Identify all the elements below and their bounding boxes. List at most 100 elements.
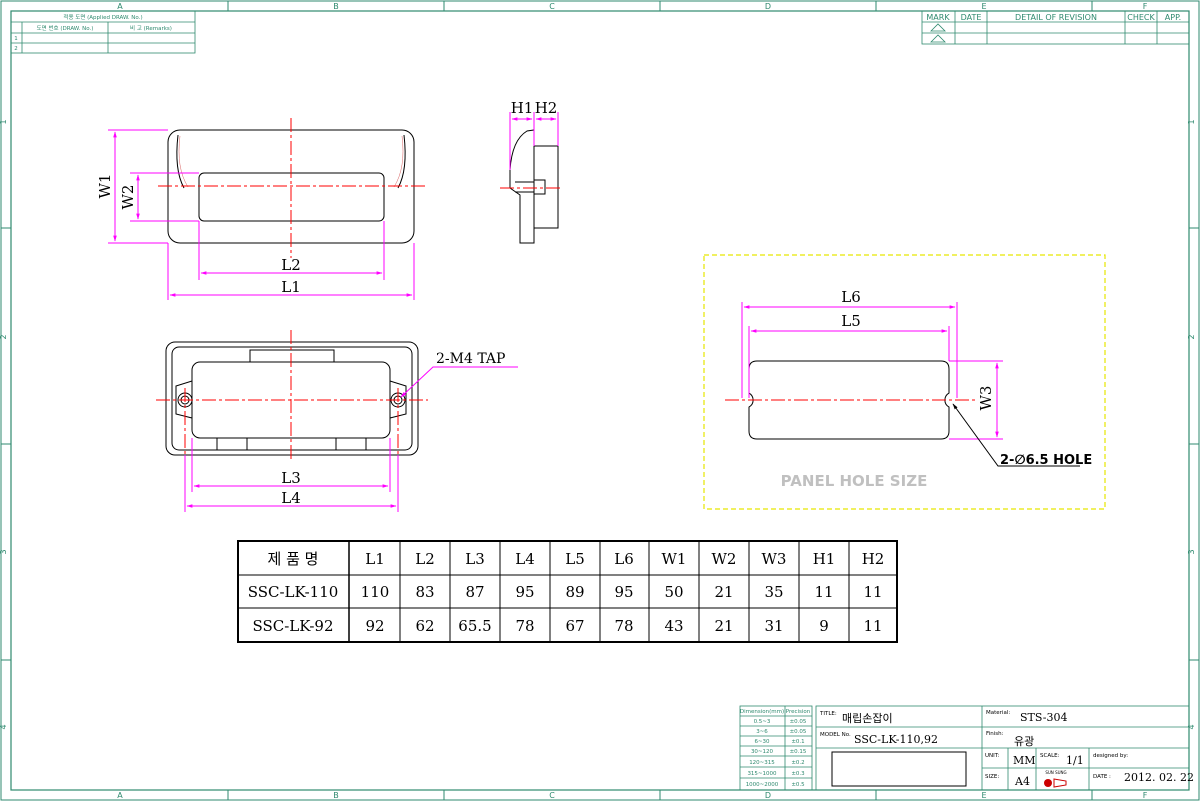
revision-col-app: APP. <box>1165 13 1181 22</box>
back-view: L3 L4 2-M4 TAP <box>156 330 518 512</box>
designed-by-label: designed by: <box>1093 753 1128 759</box>
spec-header-l6: L6 <box>614 550 634 568</box>
spec-cell: 95 <box>515 583 534 601</box>
spec-cell: 65.5 <box>458 617 491 635</box>
date-label: DATE : <box>1093 774 1111 780</box>
zone-row-3-right: 3 <box>1187 549 1196 554</box>
back-dimensions <box>184 366 436 512</box>
front-view: W1 W2 L2 L1 <box>96 118 428 300</box>
tolerance-value: ±0.05 <box>790 719 807 725</box>
zone-col-d-bottom: D <box>765 791 771 800</box>
applied-table-row-1: 1 <box>14 36 18 42</box>
zone-row-2-right: 2 <box>1187 334 1196 339</box>
spec-cell: 31 <box>764 617 783 635</box>
tolerance-header-dimension: Dimension(mm) <box>740 709 784 715</box>
dim-w1-label: W1 <box>96 174 114 199</box>
spec-cell: 83 <box>415 583 434 601</box>
spec-cell: 50 <box>664 583 683 601</box>
spec-header-l5: L5 <box>565 550 585 568</box>
zone-col-a-bottom: A <box>117 791 123 800</box>
revision-col-check: CHECK <box>1127 13 1155 22</box>
zone-numbers-right: 1 2 3 4 <box>1187 119 1196 729</box>
tolerance-range: 6~30 <box>754 739 770 745</box>
front-dimensions <box>108 129 415 300</box>
tolerance-range: 315~1000 <box>747 771 777 777</box>
back-centerlines <box>156 330 428 470</box>
title-label: TITLE: <box>819 711 837 717</box>
dim-w3-label: W3 <box>977 386 995 411</box>
zone-row-3: 3 <box>0 549 8 554</box>
zone-row-2: 2 <box>0 334 8 339</box>
zone-col-f: F <box>1143 2 1148 11</box>
panel-dimensions <box>741 302 1003 440</box>
tolerance-value: ±0.15 <box>790 749 807 755</box>
zone-row-4: 4 <box>0 724 8 729</box>
zone-letters-top: A B C D E F <box>117 2 1147 11</box>
spec-table-header-row: 제 품 명 L1 L2 L3 L4 L5 L6 W1 W2 W3 H1 H2 <box>268 550 885 568</box>
spec-header-l4: L4 <box>515 550 535 568</box>
spec-cell: 21 <box>714 617 733 635</box>
revision-col-detail: DETAIL OF REVISION <box>1015 13 1097 22</box>
scale-label: SCALE: <box>1040 753 1060 759</box>
zone-col-c-bottom: C <box>549 791 555 800</box>
revision-mark-triangle-icon <box>930 34 946 43</box>
title-block-logo-box <box>831 751 967 787</box>
spec-cell: 62 <box>415 617 434 635</box>
spec-cell: 89 <box>565 583 584 601</box>
dim-h1-label: H1 <box>511 99 534 117</box>
revision-table: MARK DATE DETAIL OF REVISION CHECK APP. <box>921 10 1190 45</box>
zone-letters-bottom: A B C D E F <box>117 791 1147 800</box>
spec-cell: 78 <box>614 617 633 635</box>
zone-col-c: C <box>549 2 555 11</box>
applied-table-col-draw-no: 도면 번호 (DRAW. No.) <box>37 24 94 32</box>
model-value: SSC-LK-110,92 <box>854 733 938 746</box>
spec-cell-model: SSC-LK-92 <box>252 617 333 635</box>
dim-h2-label: H2 <box>535 99 558 117</box>
spec-cell: 35 <box>764 583 783 601</box>
dim-l6-label: L6 <box>841 288 861 306</box>
spec-header-l2: L2 <box>415 550 435 568</box>
panel-hole-border <box>703 254 1106 510</box>
scale-value: 1/1 <box>1066 754 1084 767</box>
spec-header-w3: W3 <box>762 550 787 568</box>
spec-cell: 67 <box>565 617 584 635</box>
revision-mark-triangle-icon <box>930 23 946 32</box>
date-value: 2012. 02. 22 <box>1124 771 1194 784</box>
tolerance-range: 0.5~3 <box>754 719 771 725</box>
panel-hole-title: PANEL HOLE SIZE <box>781 472 928 490</box>
tolerance-table: Dimension(mm) Precision 0.5~3 ±0.05 3~6 … <box>739 705 813 791</box>
applied-table-header: 적용 도면 (Applied DRAW. No.) <box>63 13 142 21</box>
spec-cell: 11 <box>814 583 833 601</box>
title-block: TITLE: 매립손잡이 MODEL No. SSC-LK-110,92 Mat… <box>815 705 1194 791</box>
zone-col-d: D <box>765 2 771 11</box>
zone-numbers-left: 1 2 3 4 <box>0 119 8 729</box>
tolerance-value: ±0.1 <box>791 739 804 745</box>
zone-row-1: 1 <box>0 119 8 124</box>
hole-note-leader <box>952 403 1080 467</box>
spec-cell: 92 <box>365 617 384 635</box>
spec-cell: 110 <box>361 583 390 601</box>
spec-cell: 9 <box>819 617 829 635</box>
spec-cell: 11 <box>863 617 882 635</box>
tolerance-value: ±0.05 <box>790 729 807 735</box>
tolerance-value: ±0.3 <box>791 771 805 777</box>
spec-cell: 95 <box>614 583 633 601</box>
tolerance-range: 30~120 <box>751 749 774 755</box>
tolerance-value: ±0.2 <box>791 760 804 766</box>
dim-l5-label: L5 <box>841 312 861 330</box>
panel-hole-view: L6 L5 W3 2-∅6.5 HOLE PANEL HOLE SIZE <box>703 254 1106 510</box>
applied-table-row-2: 2 <box>14 46 18 52</box>
material-label: Material: <box>986 710 1010 716</box>
zone-col-f-bottom: F <box>1143 791 1148 800</box>
front-right-curve <box>397 134 406 189</box>
hole-note: 2-∅6.5 HOLE <box>1000 453 1092 468</box>
side-dimensions <box>509 112 559 170</box>
spec-header-h2: H2 <box>862 550 885 568</box>
spec-header-h1: H1 <box>813 550 836 568</box>
tolerance-header-precision: Precision <box>786 709 811 715</box>
title-value: 매립손잡이 <box>842 712 893 725</box>
dim-l1-label: L1 <box>281 278 301 296</box>
zone-row-4-right: 4 <box>1187 724 1196 729</box>
tolerance-range: 120~315 <box>749 760 775 766</box>
spec-cell: 78 <box>515 617 534 635</box>
